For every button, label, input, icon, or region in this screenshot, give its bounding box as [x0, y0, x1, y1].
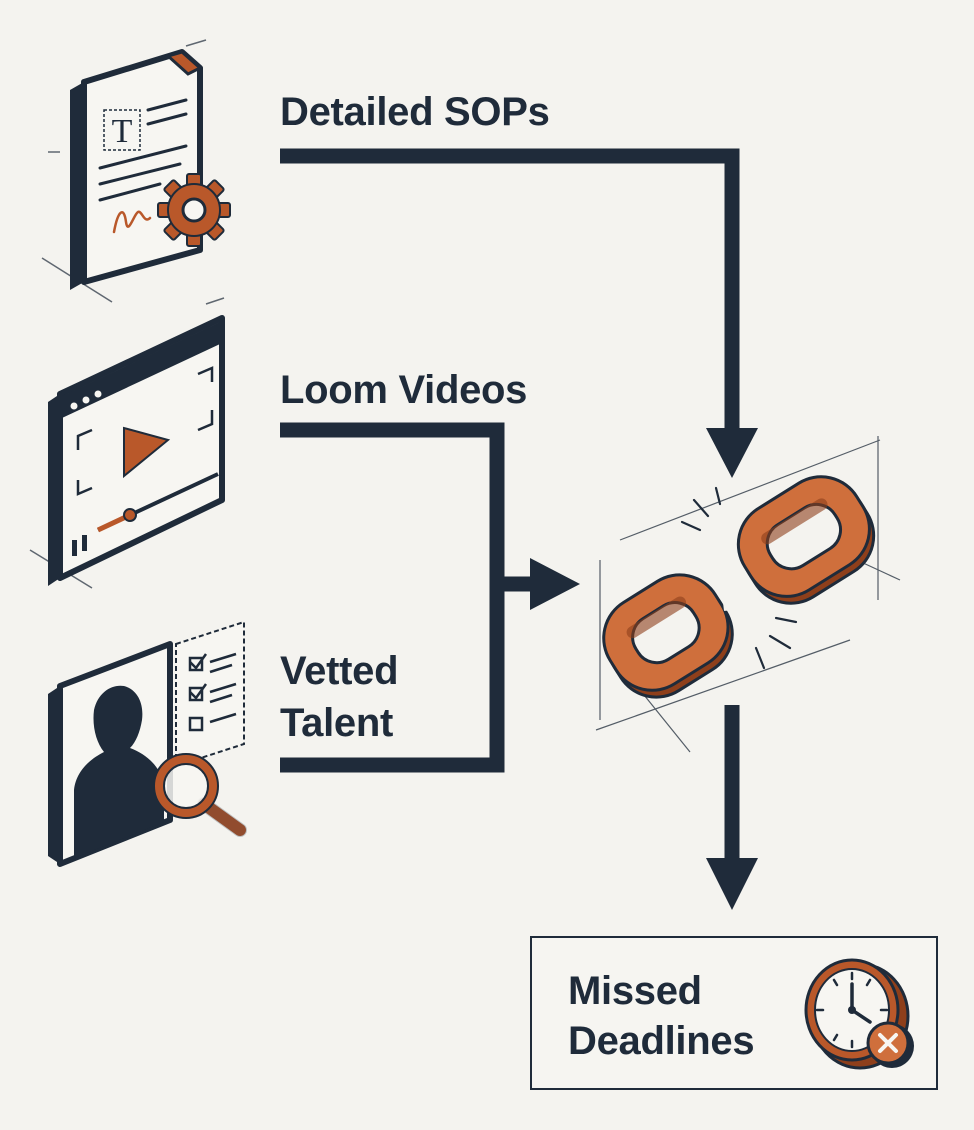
broken-chain-link-icon [595, 436, 901, 753]
clock-missed-icon [796, 948, 932, 1084]
label-vetted-talent: Vetted Talent [280, 649, 399, 745]
arrowhead-to-result [706, 858, 758, 910]
result-box: Missed Deadlines [530, 936, 938, 1090]
candidate-search-icon [48, 620, 247, 867]
sop-document-gear-icon: T [41, 39, 231, 303]
label-loom-videos: Loom Videos [280, 368, 528, 412]
connectors [280, 148, 740, 860]
label-missed-deadlines: Missed Deadlines [568, 969, 755, 1063]
svg-text:T: T [112, 113, 133, 150]
connector-sops [280, 148, 740, 430]
arrowhead-to-chain [706, 428, 758, 478]
arrowhead-merge [530, 558, 580, 610]
connector-loom [280, 422, 505, 773]
arrowheads [530, 428, 758, 910]
label-detailed-sops: Detailed SOPs [280, 90, 550, 134]
video-player-icon [29, 297, 225, 589]
